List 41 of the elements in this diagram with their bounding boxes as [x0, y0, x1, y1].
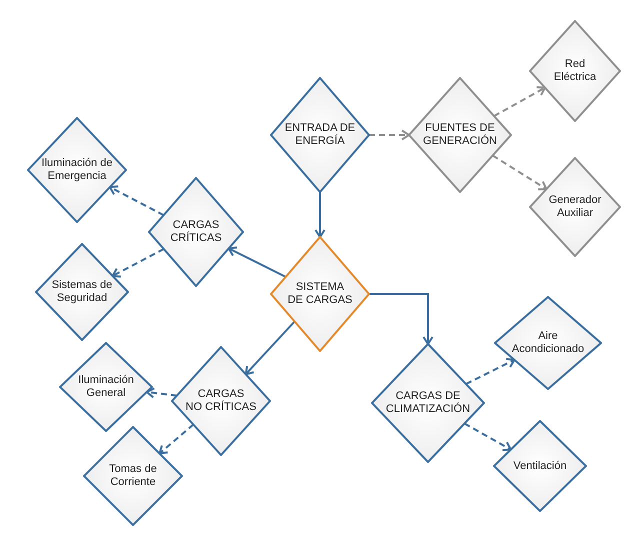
diamond-node [27, 117, 127, 223]
diamond-node [493, 420, 587, 512]
arrow [369, 293, 434, 345]
diamond-node [35, 243, 129, 341]
diamond-node [494, 296, 602, 390]
node-label: CARGAS NO CRÍTICAS [186, 388, 256, 414]
diamond-node [529, 157, 621, 257]
diamond-node [59, 342, 153, 432]
node-label: Aire Acondicionado [512, 330, 584, 356]
dashed-arrow [466, 358, 516, 385]
diamond-node [83, 426, 183, 526]
node-label: Sistemas de Seguridad [52, 279, 112, 305]
node-label: CARGAS DE CLIMATIZACIÓN [386, 390, 470, 416]
arrow [244, 320, 296, 376]
diamond-node [171, 346, 271, 456]
diamond-node [270, 77, 370, 193]
dashed-arrow [112, 248, 164, 278]
node-label: SISTEMA DE CARGAS [288, 281, 352, 307]
dashed-arrow [146, 387, 178, 398]
diamond-node [529, 20, 621, 122]
node-label: Iluminación de Emergencia [42, 157, 112, 183]
dashed-arrow [108, 185, 164, 216]
diamond-node [148, 177, 244, 287]
node-label: Red Eléctrica [554, 58, 596, 84]
node-label: Ventilación [513, 460, 567, 472]
diamond-node [371, 343, 485, 463]
arrow [228, 246, 286, 278]
node-label: FUENTES DE GENERACIÓN [423, 122, 497, 148]
diamond-node [408, 77, 512, 193]
dashed-arrow [464, 422, 512, 452]
node-label: Generador Auxiliar [548, 194, 602, 220]
arrow [314, 192, 326, 238]
dashed-arrow [494, 86, 546, 117]
node-label: CARGAS CRÍTICAS [170, 219, 222, 245]
node-label: Iluminación General [78, 374, 134, 400]
dashed-arrow [158, 424, 194, 454]
node-label: ENTRADA DE ENERGÍA [284, 122, 356, 148]
diamond-node [270, 236, 370, 352]
node-label: Tomas de Corriente [109, 463, 157, 489]
dashed-arrow [369, 130, 410, 140]
dashed-arrow [492, 154, 548, 190]
